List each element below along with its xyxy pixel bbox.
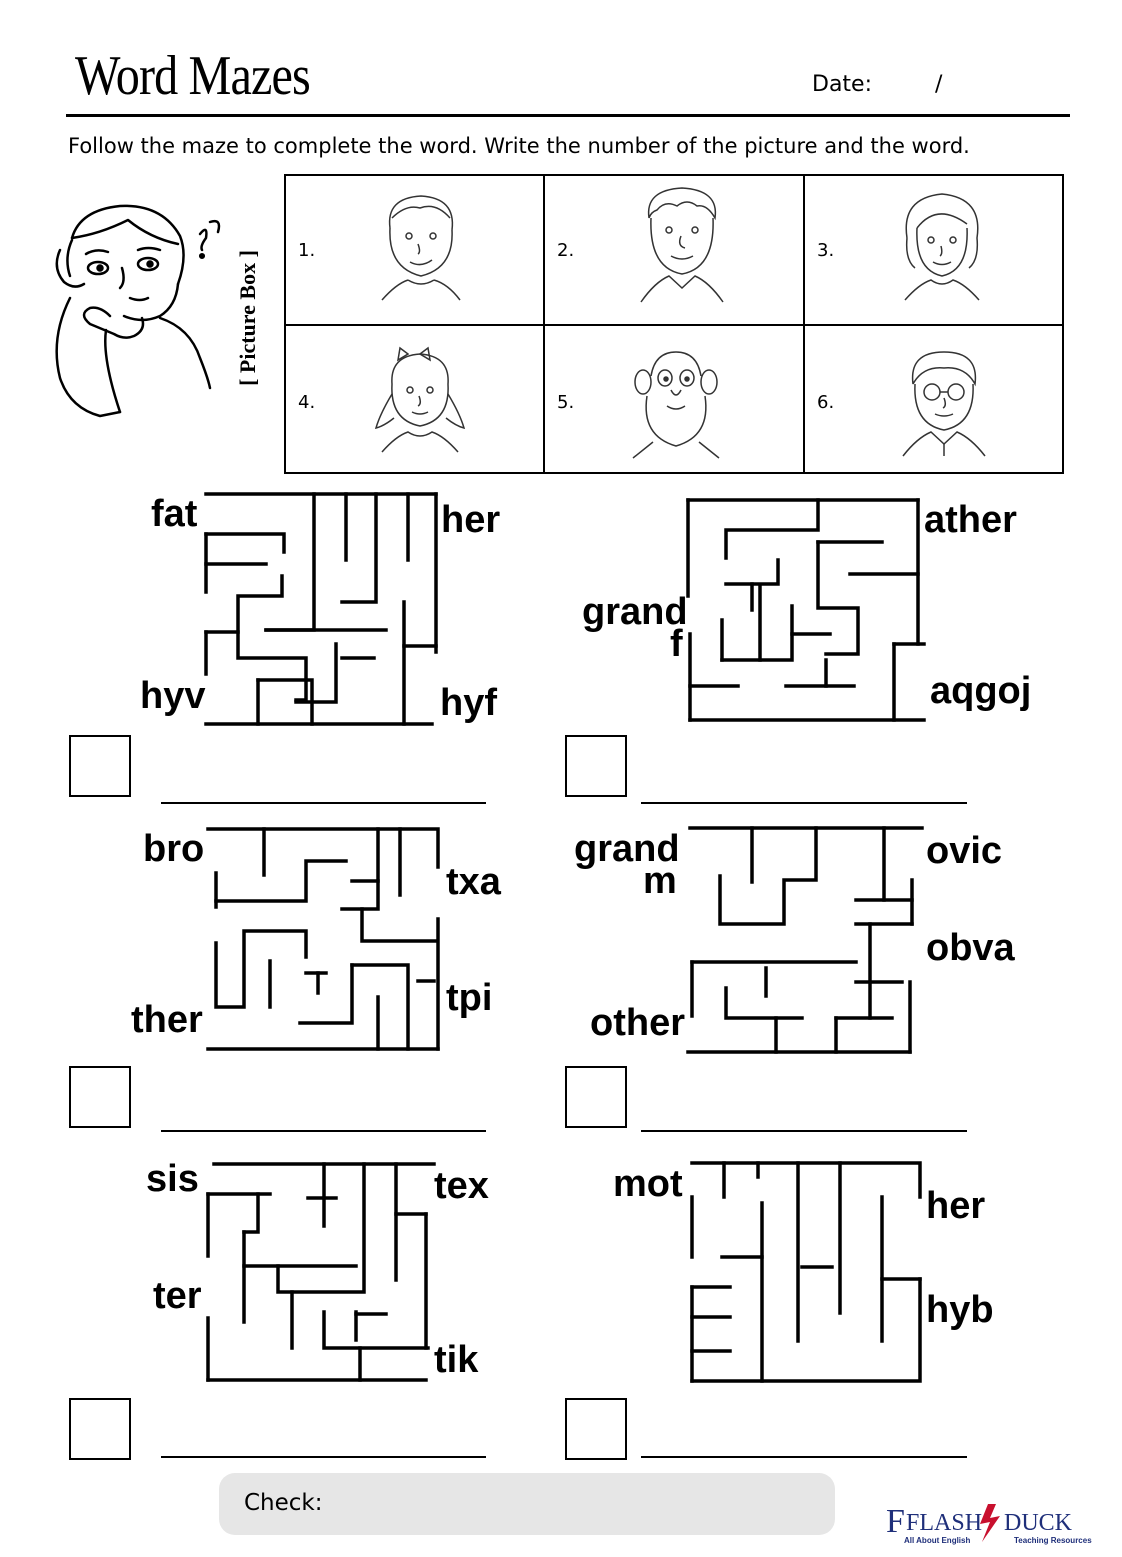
maze-5-ending: tex	[434, 1165, 489, 1207]
maze-4-ending: obva	[926, 927, 1015, 969]
logo-name-left: FLASH	[906, 1510, 982, 1536]
instructions-text: Follow the maze to complete the word. Wr…	[68, 134, 970, 158]
title-divider	[66, 114, 1070, 117]
maze-4-start-letter: m	[643, 860, 677, 902]
maze-3-ending: tpi	[446, 977, 493, 1019]
maze-3-start-word: bro	[143, 828, 205, 870]
picture-number: 5.	[557, 392, 575, 413]
maze-1-ending: her	[441, 499, 501, 541]
maze-5-ending: ter	[153, 1275, 202, 1317]
answer-word-line[interactable]	[161, 1456, 486, 1458]
bearded-grandpa-face-icon	[632, 351, 720, 459]
maze-2-start-word: grand	[582, 591, 688, 633]
picture-number: 1.	[298, 240, 316, 261]
answer-word-line[interactable]	[641, 1456, 967, 1458]
maze-1-start-word: fat	[151, 493, 198, 535]
maze-5-start-word: sis	[146, 1158, 199, 1200]
maze-6-start-word: mot	[613, 1163, 683, 1205]
picture-box-grid: 1. 2. 3.	[284, 174, 1064, 474]
maze-1-ending: hyv	[140, 675, 206, 717]
picture-box-label-text: [ Picture Box ]	[235, 250, 260, 386]
maze-5-ending: tik	[434, 1339, 479, 1381]
picture-number: 2.	[557, 240, 575, 261]
check-label: Check:	[244, 1490, 323, 1516]
maze-4-ending: other	[590, 1002, 685, 1044]
flash-duck-logo: F FLASH DUCK All About English Teaching …	[886, 1503, 1092, 1545]
maze-6-ending: her	[926, 1185, 986, 1227]
maze-2-ending: aqgoj	[930, 670, 1032, 712]
maze-4-ending: ovic	[926, 830, 1003, 872]
maze-1-ending: hyf	[440, 682, 497, 724]
maze-6-ending: hyb	[926, 1289, 994, 1331]
maze-6	[690, 1161, 922, 1383]
woman-face-icon	[904, 193, 980, 301]
picture-cell-6: 6.	[805, 326, 1062, 472]
answer-number-box[interactable]	[69, 735, 131, 797]
answer-word-line[interactable]	[641, 802, 967, 804]
lightning-bolt-icon	[980, 1504, 1000, 1542]
maze-4-start-word: grand	[574, 828, 680, 870]
maze-3-ending: ther	[131, 999, 203, 1041]
grandma-glasses-face-icon	[902, 351, 986, 457]
maze-1	[204, 492, 438, 726]
picture-number: 6.	[817, 392, 835, 413]
maze-4	[686, 826, 924, 1054]
boy-face-icon	[381, 195, 461, 301]
thinking-boy-icon	[55, 204, 221, 418]
logo-name-right: DUCK	[1004, 1510, 1073, 1536]
logo-initial-f: F	[886, 1503, 905, 1540]
maze-3-ending: txa	[446, 861, 501, 903]
answer-number-box[interactable]	[69, 1398, 131, 1460]
picture-cell-1: 1.	[286, 176, 545, 326]
answer-word-line[interactable]	[161, 1130, 486, 1132]
check-bar[interactable]	[219, 1473, 835, 1535]
picture-cell-2: 2.	[545, 176, 805, 326]
maze-5	[206, 1162, 436, 1382]
page-title: Word Mazes	[75, 45, 311, 107]
logo-tagline-right: Teaching Resources	[1014, 1536, 1092, 1545]
picture-number: 3.	[817, 240, 835, 261]
maze-3	[206, 827, 440, 1051]
answer-number-box[interactable]	[565, 1398, 627, 1460]
man-curly-hair-face-icon	[640, 187, 724, 303]
maze-2-ending: ather	[924, 499, 1017, 541]
answer-number-box[interactable]	[69, 1066, 131, 1128]
picture-cell-5: 5.	[545, 326, 805, 472]
logo-tagline-left: All About English	[904, 1536, 970, 1545]
answer-word-line[interactable]	[641, 1130, 967, 1132]
date-separator: /	[935, 72, 943, 97]
answer-word-line[interactable]	[161, 802, 486, 804]
picture-box-label: [ Picture Box ]	[233, 238, 263, 398]
answer-number-box[interactable]	[565, 1066, 627, 1128]
maze-2	[686, 498, 926, 722]
maze-2-start-letter: f	[670, 623, 683, 665]
picture-number: 4.	[298, 392, 316, 413]
date-label: Date:	[812, 72, 872, 97]
picture-cell-3: 3.	[805, 176, 1062, 326]
girl-bow-face-icon	[374, 346, 466, 453]
answer-number-box[interactable]	[565, 735, 627, 797]
picture-cell-4: 4.	[286, 326, 545, 472]
